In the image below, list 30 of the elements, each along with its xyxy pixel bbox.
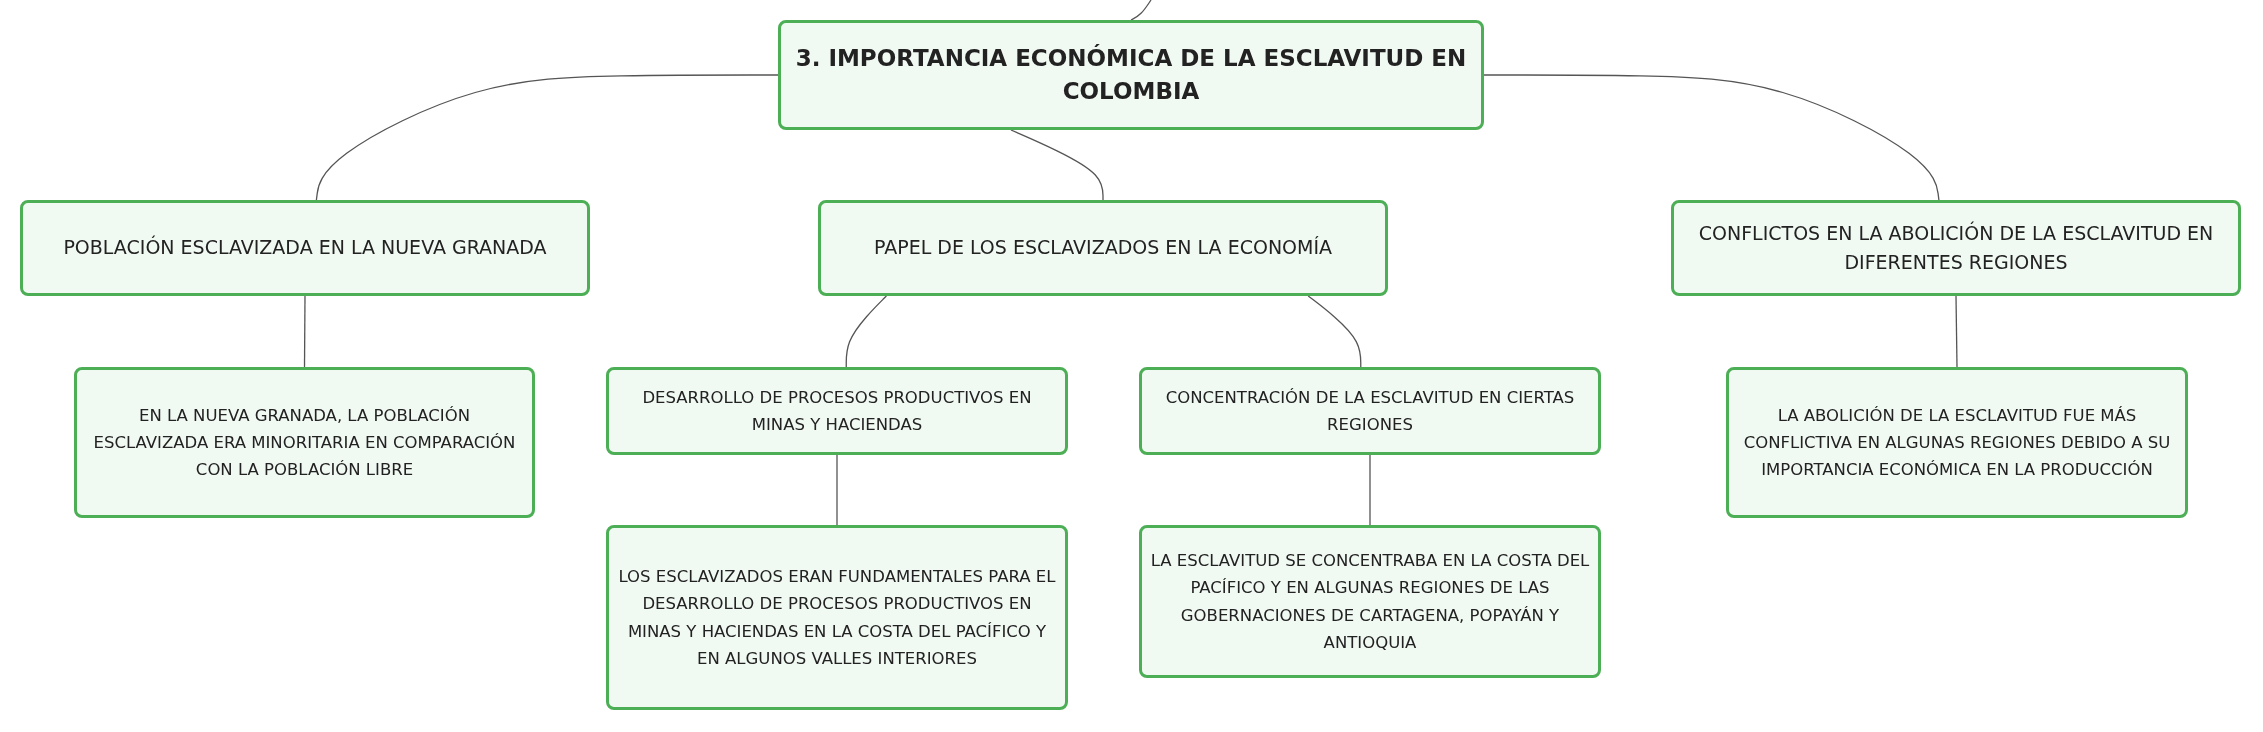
subtopic-box — [1139, 525, 1601, 678]
connector-line — [1955, 295, 1958, 368]
node-text: LA ESCLAVITUD SE CONCENTRABA EN LA COSTA DEL PACÍFICO Y EN ALGUNAS REGIONES DE LAS GOBERNACIONES DE CARTAGENA, POPAYÁN Y ANTIOQUIA — [1150, 550, 1590, 654]
subtopic-box — [1139, 367, 1601, 455]
node-text: 3. IMPORTANCIA ECONÓMICA DE LA ESCLAVITUD EN COLOMBIA — [794, 43, 1468, 106]
connector-line — [315, 74, 779, 201]
connector-line — [1483, 74, 1940, 201]
subtopic-box — [74, 367, 535, 518]
node-text: EN LA NUEVA GRANADA, LA POBLACIÓN ESCLAVIZADA ERA MINORITARIA EN COMPARACIÓN CON LA POBLACIÓN LIBRE — [92, 404, 517, 482]
node-text: LOS ESCLAVIZADOS ERAN FUNDAMENTALES PARA EL DESARROLLO DE PROCESOS PRODUCTIVOS EN MINAS Y HACIENDAS EN LA COSTA DEL PACÍFICO Y EN ALGUNOS VALLES INTERIORES — [617, 566, 1057, 670]
connector-line — [303, 295, 306, 368]
subtopic-box — [606, 525, 1068, 710]
connector-line — [845, 295, 888, 368]
main-topic-box — [778, 20, 1484, 130]
topic-box — [1671, 200, 2241, 296]
node-text: DESARROLLO DE PROCESOS PRODUCTIVOS EN MINAS Y HACIENDAS — [641, 386, 1033, 436]
node-text: POBLACIÓN ESCLAVIZADA EN LA NUEVA GRANADA — [63, 234, 547, 261]
connector-line — [1010, 129, 1104, 201]
subtopic-box — [606, 367, 1068, 455]
connector-line — [1369, 454, 1371, 526]
node-text: CONFLICTOS EN LA ABOLICIÓN DE LA ESCLAVITUD EN DIFERENTES REGIONES — [1697, 220, 2215, 275]
node-text: LA ABOLICIÓN DE LA ESCLAVITUD FUE MÁS CONFLICTIVA EN ALGUNAS REGIONES DEBIDO A SU IMPORTANCIA ECONÓMICA EN LA PRODUCCIÓN — [1742, 404, 2172, 482]
topic-box — [20, 200, 590, 296]
node-text: CONCENTRACIÓN DE LA ESCLAVITUD EN CIERTAS REGIONES — [1164, 386, 1576, 436]
connector-line — [1130, 0, 1152, 21]
subtopic-box — [1726, 367, 2188, 518]
connector-line — [1307, 295, 1362, 368]
topic-box — [818, 200, 1388, 296]
connector-line — [836, 454, 838, 526]
node-text: PAPEL DE LOS ESCLAVIZADOS EN LA ECONOMÍA — [873, 235, 1333, 261]
